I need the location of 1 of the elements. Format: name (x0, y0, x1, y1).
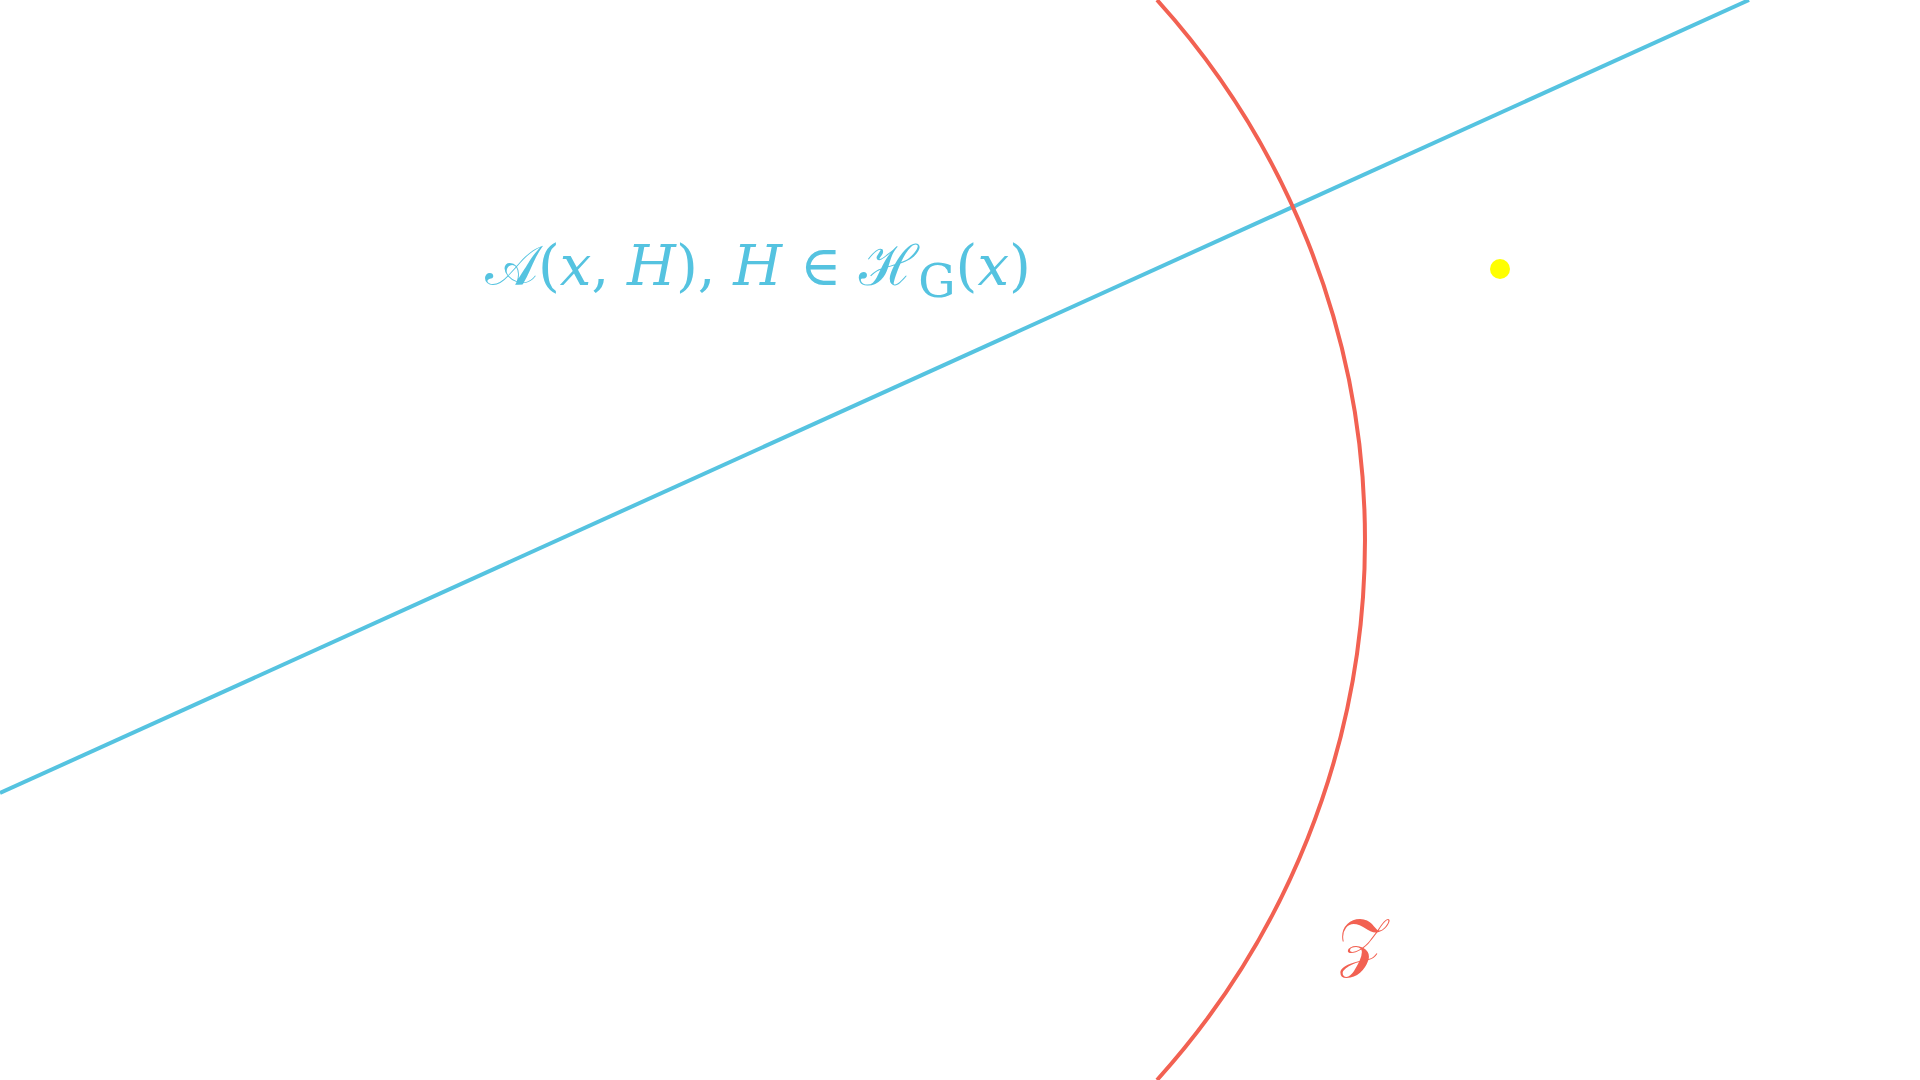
formula-label: 𝒜(x, H), H ∈ ℋ$_{G}$(x) (485, 232, 1031, 309)
